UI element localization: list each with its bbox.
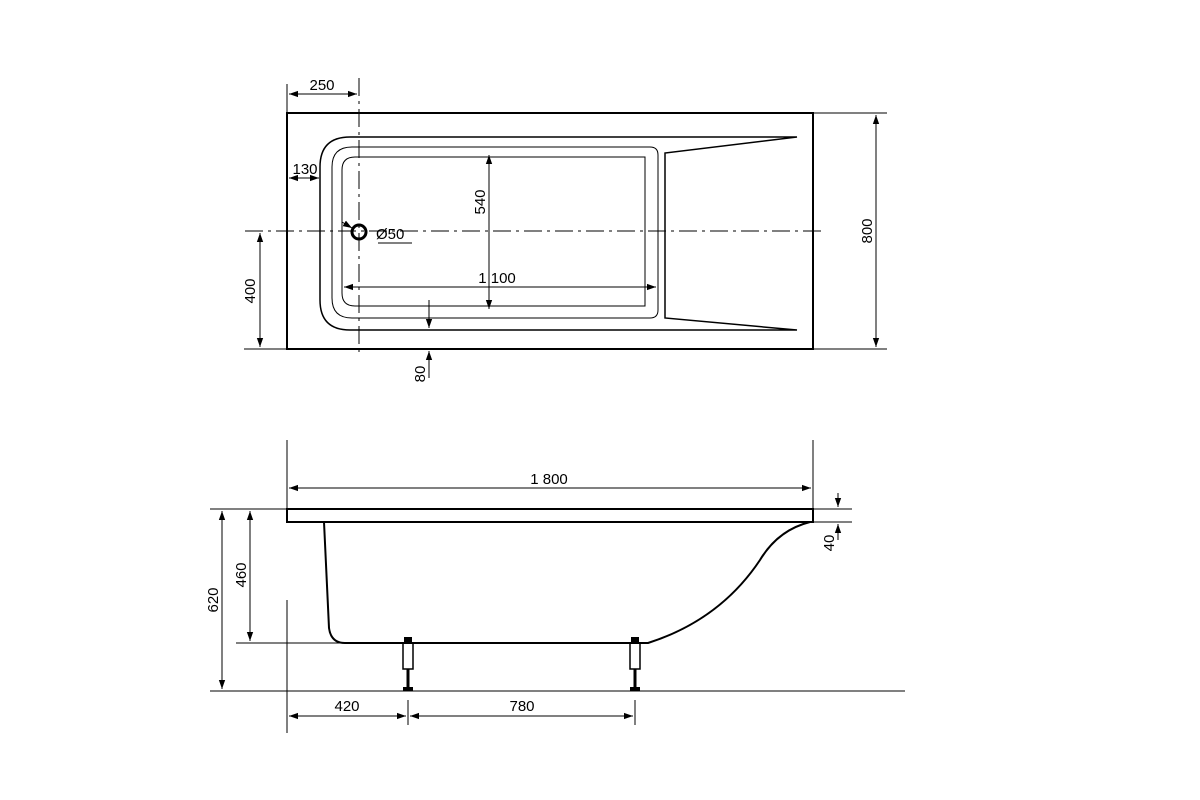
leg-left <box>402 637 414 691</box>
dim-label-1800: 1 800 <box>530 471 568 488</box>
dim-label-40: 40 <box>821 535 838 552</box>
leg-right <box>629 637 641 691</box>
dim-label-420: 420 <box>334 698 359 715</box>
side-view: 1 800 40 460 620 420 780 <box>205 440 905 733</box>
basin-floor-contour <box>341 156 646 307</box>
drain-leader <box>341 220 353 229</box>
dim-label-780: 780 <box>509 698 534 715</box>
basin-outer-contour <box>319 136 798 331</box>
dim-label-80: 80 <box>412 366 429 383</box>
dim-label-800: 800 <box>859 218 876 243</box>
dim-label-620: 620 <box>205 587 222 612</box>
basin-inner-contour <box>331 146 659 319</box>
dim-label-540: 540 <box>472 189 489 214</box>
dim-label-400: 400 <box>242 278 259 303</box>
dim-label-drain-diameter: Ø50 <box>376 226 404 243</box>
dim-label-250: 250 <box>309 77 334 94</box>
plan-view: 250 130 540 Ø50 1 100 400 80 800 <box>242 77 887 382</box>
dim-label-1100: 1 100 <box>478 270 516 287</box>
tub-body-profile <box>323 521 811 644</box>
dim-label-460: 460 <box>233 562 250 587</box>
tub-rim <box>286 508 814 523</box>
drain-icon <box>350 223 368 241</box>
dim-label-130: 130 <box>292 161 317 178</box>
